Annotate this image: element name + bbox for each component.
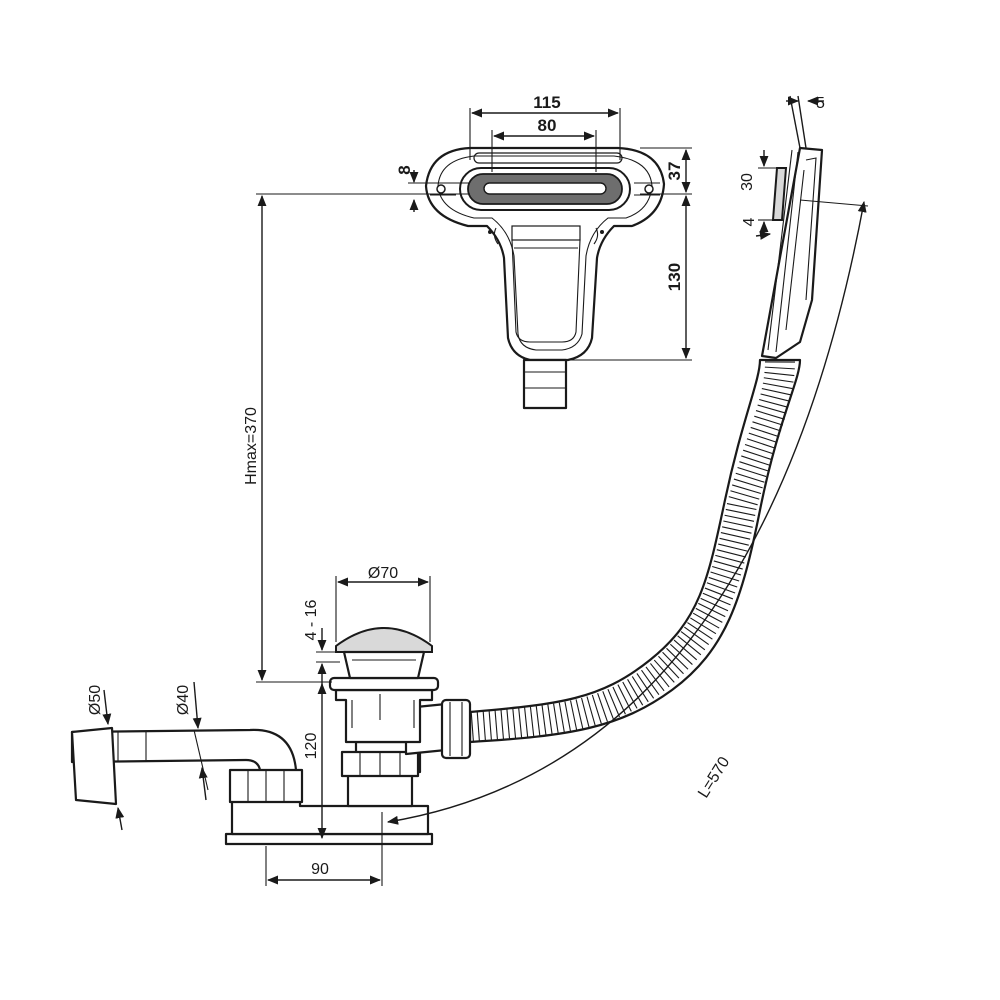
dim-plate-height: 37 <box>665 162 684 181</box>
dim-side-4: 4 <box>741 217 758 226</box>
overflow-head-side-view <box>760 95 824 360</box>
screw-hole-right <box>644 184 654 194</box>
dim-hmax: Hmax=370 <box>243 407 260 485</box>
dim-slot-width: 80 <box>538 116 557 135</box>
dim-waste-diameter: Ø70 <box>368 565 398 582</box>
dim-adjust: 4 - 16 <box>303 599 320 640</box>
waste-plug-cap <box>335 627 433 653</box>
dim-overflow-width: 115 <box>533 93 560 112</box>
waste-flange <box>328 676 440 692</box>
flexible-hose <box>468 358 802 744</box>
hose-connector-nut <box>440 698 472 760</box>
dim-trap-height: 120 <box>303 733 320 760</box>
dim-overflow-height: 130 <box>665 263 684 291</box>
dim-side-30: 30 <box>739 173 756 191</box>
dim-trap-offset: 90 <box>311 861 329 878</box>
overflow-outlet-spigot <box>522 358 568 410</box>
dim-hose-length: L=570 <box>695 754 733 801</box>
base-plate <box>224 832 434 846</box>
dim-outlet-40: Ø40 <box>175 685 192 715</box>
dim-slot-height: 8 <box>395 165 414 174</box>
dimension-lines <box>102 96 869 886</box>
overflow-head-front-view <box>424 146 666 410</box>
dim-thickness: 5 <box>816 95 825 112</box>
dim-outlet-50: Ø50 <box>87 685 104 715</box>
waste-trap-assembly <box>70 627 472 846</box>
screw-hole-left <box>436 184 446 194</box>
